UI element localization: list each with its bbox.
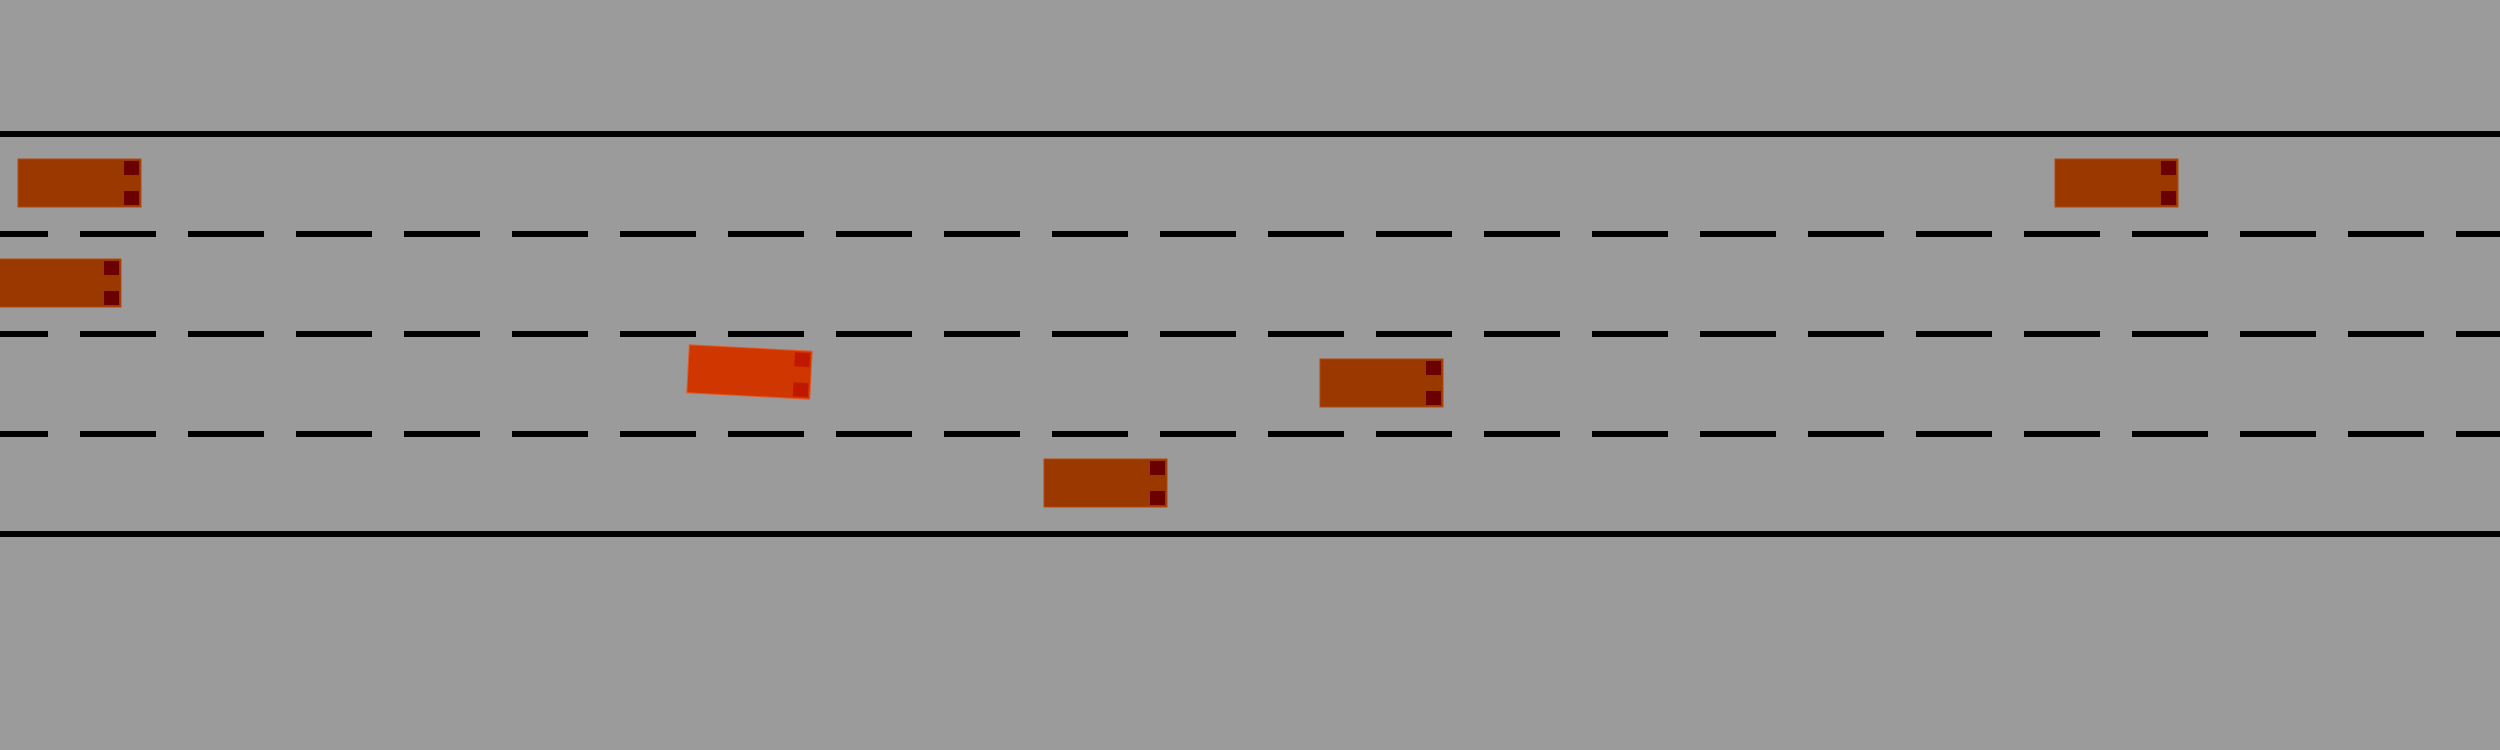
vehicle-light-top <box>104 261 119 275</box>
vehicle-light-bottom <box>1150 491 1165 505</box>
vehicle-light-bottom <box>124 191 139 205</box>
ego-vehicle <box>686 344 813 400</box>
vehicles-layer <box>0 158 2179 508</box>
vehicle-body <box>1319 358 1444 408</box>
other-vehicle <box>2054 158 2179 208</box>
vehicle-light-bottom <box>2161 191 2176 205</box>
vehicle-light-top <box>794 352 811 368</box>
vehicle-light-bottom <box>104 291 119 305</box>
vehicle-light-bottom <box>792 382 809 398</box>
lane-markings <box>0 131 2500 537</box>
other-vehicle <box>1319 358 1444 408</box>
vehicle-body <box>17 158 142 208</box>
vehicle-light-top <box>1150 461 1165 475</box>
vehicle-light-bottom <box>1426 391 1441 405</box>
vehicle-body <box>2054 158 2179 208</box>
other-vehicle <box>0 258 122 308</box>
vehicle-body <box>1043 458 1168 508</box>
vehicle-body <box>0 258 122 308</box>
vehicle-light-top <box>124 161 139 175</box>
other-vehicle <box>17 158 142 208</box>
vehicle-light-top <box>2161 161 2176 175</box>
vehicle-light-top <box>1426 361 1441 375</box>
vehicle-body <box>686 344 813 400</box>
other-vehicle <box>1043 458 1168 508</box>
